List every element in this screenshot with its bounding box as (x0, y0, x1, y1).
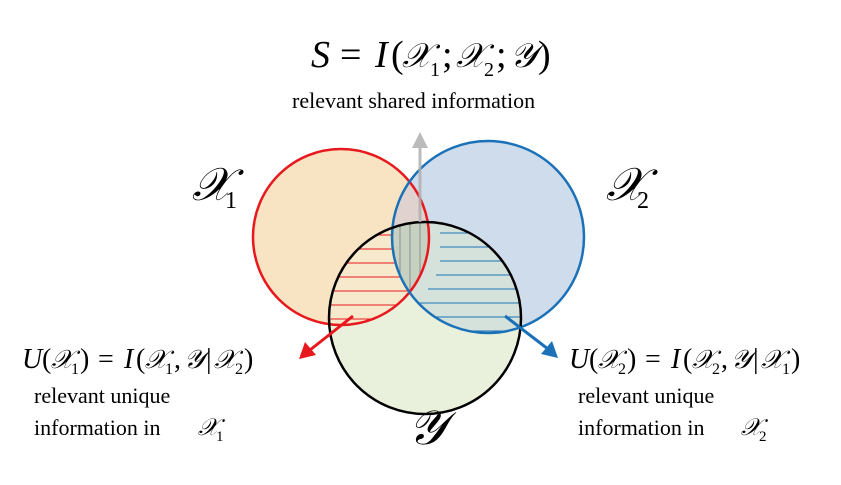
svg-text:): ) (80, 344, 89, 375)
svg-text:U: U (569, 344, 591, 375)
svg-text:): ) (244, 344, 253, 375)
unique-x2-formula: U ( 𝒳 2 ) = I ( 𝒳 2 , 𝒴 | 𝒳 1 ) (569, 344, 800, 378)
svg-text:=: = (645, 344, 661, 375)
svg-text:|: | (206, 344, 212, 375)
svg-text:U: U (22, 344, 44, 375)
svg-text:information in: information in (34, 415, 160, 440)
svg-text:(: ( (136, 344, 145, 375)
unique-x2-caption-line1: relevant unique (578, 383, 714, 408)
svg-text:1: 1 (216, 429, 224, 445)
svg-text:2: 2 (637, 188, 649, 214)
unique-x1-caption-line1: relevant unique (34, 383, 170, 408)
svg-text:): ) (791, 344, 800, 375)
svg-text:1: 1 (165, 361, 173, 378)
svg-text:2: 2 (484, 59, 494, 81)
svg-text:1: 1 (430, 59, 440, 81)
svg-text:S: S (311, 34, 330, 76)
svg-text:I: I (123, 344, 135, 375)
unique-x2-arrow (504, 314, 558, 358)
svg-text:2: 2 (759, 429, 767, 445)
unique-x2-caption-line2: information in 𝒳 2 (578, 415, 769, 445)
svg-text:1: 1 (71, 361, 79, 378)
svg-text:;: ; (496, 34, 507, 76)
svg-text:,: , (174, 344, 181, 375)
y-circle (327, 220, 523, 416)
shared-formula: S = I ( 𝒳 1 ; 𝒳 2 ; 𝒴 ) (311, 34, 551, 81)
svg-text:2: 2 (618, 361, 626, 378)
x2-label: 𝒳 2 (606, 159, 658, 214)
svg-text:I: I (374, 34, 390, 76)
svg-text:1: 1 (225, 188, 237, 214)
svg-text:=: = (98, 344, 114, 375)
svg-text:|: | (753, 344, 759, 375)
svg-text:1: 1 (782, 361, 790, 378)
unique-x1-formula: U ( 𝒳 1 ) = I ( 𝒳 1 , 𝒴 | 𝒳 2 ) (22, 344, 253, 378)
svg-text:): ) (538, 34, 551, 76)
shared-up-arrow (412, 132, 428, 222)
svg-text:(: ( (683, 344, 692, 375)
shared-caption: relevant shared information (292, 88, 535, 113)
svg-text:2: 2 (235, 361, 243, 378)
svg-text:=: = (340, 34, 361, 76)
svg-text:I: I (670, 344, 682, 375)
unique-x1-arrow (299, 314, 354, 359)
svg-text:2: 2 (712, 361, 720, 378)
svg-text:𝒳: 𝒳 (606, 159, 658, 210)
svg-text:,: , (721, 344, 728, 375)
x2-circle (390, 139, 586, 335)
svg-text:(: ( (42, 344, 51, 375)
svg-text:information in: information in (578, 415, 704, 440)
svg-text:(: ( (589, 344, 598, 375)
x1-label: 𝒳 1 (192, 159, 244, 214)
svg-text:;: ; (442, 34, 453, 76)
svg-text:(: ( (391, 34, 404, 76)
svg-text:): ) (627, 344, 636, 375)
unique-x1-caption-line2: information in 𝒳 1 (34, 415, 226, 445)
